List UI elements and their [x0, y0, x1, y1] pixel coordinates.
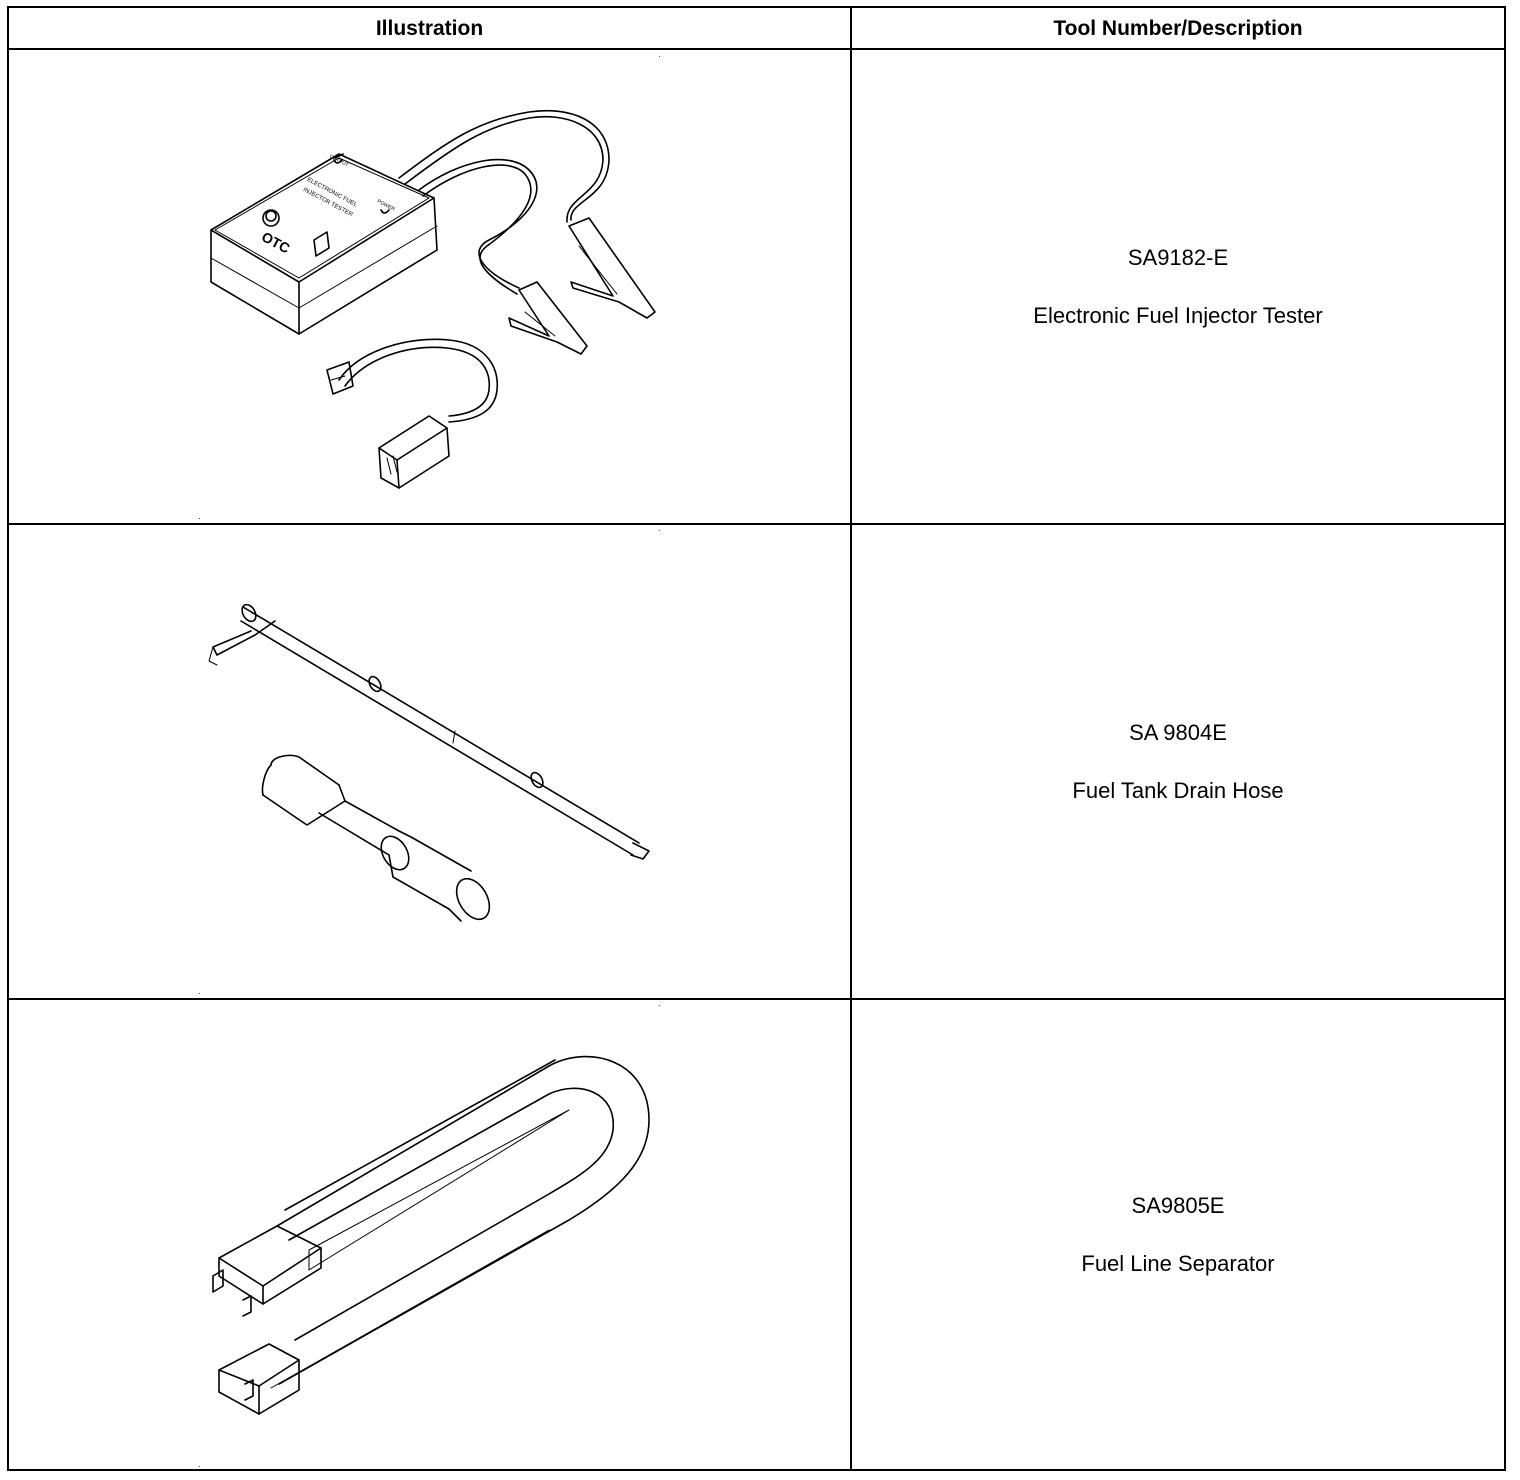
line-separator-description-cell: SA9805E Fuel Line Separator	[852, 1000, 1504, 1469]
drain-hose-illustration-cell	[9, 525, 850, 998]
table-row: SA 9804E Fuel Tank Drain Hose	[9, 525, 1504, 1000]
injector-tester-illustration-cell: OTC ELECTRONIC FUEL INJECTOR TESTER OUTP…	[9, 50, 850, 523]
header-tool-number-description: Tool Number/Description	[1053, 17, 1303, 40]
line-separator-illustration-cell	[9, 1000, 850, 1469]
scan-speck	[199, 518, 200, 519]
otc-label: OTC	[259, 228, 293, 256]
tool-number: SA9182-E	[1127, 244, 1229, 270]
scan-speck	[659, 1005, 660, 1006]
tool-number: SA 9804E	[1129, 719, 1227, 745]
scan-speck	[199, 1466, 200, 1467]
drain-hose-drawing	[208, 603, 650, 922]
tool-description: Fuel Tank Drain Hose	[1072, 777, 1284, 803]
tool-description: Fuel Line Separator	[1081, 1250, 1275, 1276]
table-row: OTC ELECTRONIC FUEL INJECTOR TESTER OUTP…	[9, 50, 1504, 525]
special-tools-table: Illustration Tool Number/Description OTC…	[7, 6, 1506, 1471]
header-illustration: Illustration	[375, 17, 484, 40]
injector-tester-description-cell: SA9182-E Electronic Fuel Injector Tester	[852, 50, 1504, 523]
injector-tester-drawing: OTC ELECTRONIC FUEL INJECTOR TESTER OUTP…	[210, 109, 656, 489]
scan-speck	[199, 993, 200, 994]
scan-speck	[659, 530, 660, 531]
column-divider	[850, 8, 852, 1469]
scan-speck	[659, 56, 660, 57]
line-separator-drawing	[212, 1055, 650, 1415]
power-label: POWER	[376, 198, 396, 212]
drain-hose-description-cell: SA 9804E Fuel Tank Drain Hose	[852, 525, 1504, 998]
tool-number: SA9805E	[1131, 1192, 1225, 1218]
table-header-row: Illustration Tool Number/Description	[9, 8, 1504, 50]
table-row: SA9805E Fuel Line Separator	[9, 1000, 1504, 1469]
tool-description: Electronic Fuel Injector Tester	[1033, 302, 1323, 328]
